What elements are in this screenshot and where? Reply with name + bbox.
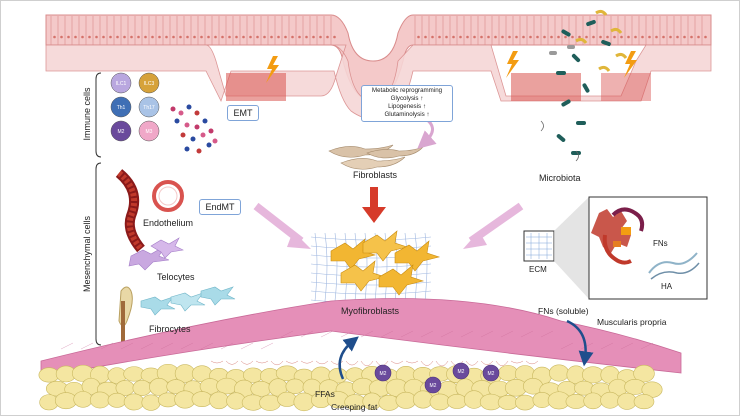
immune-cell-label: Th17	[143, 105, 155, 111]
adipocyte	[633, 364, 655, 383]
creeping-fat-label: Creeping fat	[331, 402, 378, 412]
metabolic-title: Metabolic reprogramming	[371, 87, 443, 94]
adipocyte	[548, 364, 570, 382]
adipocyte	[565, 394, 587, 409]
immune-cell-label: M3	[146, 129, 153, 135]
lightning-icon	[266, 56, 279, 83]
lightning-icon	[624, 51, 637, 78]
adipocyte	[73, 391, 93, 408]
immune-cell: ILC1	[110, 72, 132, 94]
fibrocytes-label: Fibrocytes	[149, 324, 191, 334]
adipocyte	[285, 378, 305, 395]
mesenchymal-bracket	[95, 162, 102, 346]
adipocyte	[293, 392, 315, 412]
adipocyte	[446, 393, 468, 409]
damaged-epithelium-1	[226, 73, 286, 101]
adipocyte	[89, 391, 111, 409]
ha-strands	[648, 252, 700, 280]
immune-cell: Th1	[110, 96, 132, 118]
immune-cell: ILC3	[138, 72, 160, 94]
adipocyte	[123, 393, 145, 411]
adipocyte	[216, 377, 238, 395]
fns-soluble-label: FNs (soluble)	[538, 306, 589, 316]
mesenchymal-cells-label: Mesenchymal cells	[82, 215, 92, 293]
adipocyte	[583, 392, 603, 410]
metabolic-reprogramming-box: Metabolic reprogramming Glycolysis ↑ Lip…	[361, 85, 453, 122]
immune-cell: Th17	[138, 96, 160, 118]
fns-arrow	[566, 319, 594, 367]
ha-label: HA	[661, 282, 673, 291]
metabolic-glycolysis: Glycolysis ↑	[390, 95, 424, 102]
ecm-fibers	[526, 233, 552, 259]
damaged-epithelium-3	[601, 73, 651, 101]
macrophage-label: M2	[380, 371, 387, 377]
adipocyte	[191, 391, 213, 407]
ffa-arrow	[338, 336, 359, 380]
adipocyte	[259, 394, 281, 411]
adipocyte	[277, 391, 297, 407]
adipocyte	[617, 392, 637, 410]
metabolic-glutaminolysis: Glutaminolysis ↑	[384, 111, 430, 118]
immune-bracket	[95, 72, 102, 158]
macrophage-label: M2	[488, 371, 495, 377]
adipocyte	[209, 391, 229, 410]
myofibroblasts-label: Myofibroblasts	[341, 306, 400, 316]
adipocyte	[412, 390, 434, 409]
red-arrow-head	[362, 207, 386, 223]
immune-cell: M3	[138, 120, 160, 142]
microbiota-cluster	[540, 9, 628, 162]
immune-cell-label: ILC3	[144, 81, 155, 87]
macrophage-m2: M2	[482, 364, 500, 382]
lightning-icon	[506, 51, 519, 78]
metabolic-arrow	[417, 117, 437, 149]
muscle-fibers	[60, 330, 654, 350]
adipocyte	[498, 365, 518, 382]
emt-box: EMT	[227, 105, 259, 121]
adipocyte	[497, 394, 519, 410]
microbiota-label: Microbiota	[539, 173, 581, 183]
adipocyte	[633, 394, 655, 410]
endothelium-label: Endothelium	[143, 218, 194, 228]
fibroblasts-label: Fibroblasts	[353, 170, 398, 180]
telocytes-label: Telocytes	[157, 272, 195, 282]
immune-cells-label: Immune cells	[82, 87, 92, 141]
fns-label: FNs	[653, 239, 668, 248]
zoom-wedge	[554, 197, 589, 299]
immune-cell: M2	[110, 120, 132, 142]
adipocyte	[141, 394, 161, 411]
metabolic-lipogenesis: Lipogenesis ↑	[388, 103, 426, 110]
immune-cell-label: Th1	[117, 105, 126, 111]
ecm-label: ECM	[529, 265, 547, 274]
telocytes	[128, 237, 184, 271]
adipocyte	[107, 392, 127, 408]
adipocyte	[600, 391, 620, 409]
endmt-box: EndMT	[199, 199, 241, 215]
immune-cell-label: M2	[118, 129, 125, 135]
cytokine-dots	[170, 104, 218, 154]
macrophage-label: M2	[430, 383, 437, 389]
macrophage-m2: M2	[424, 376, 442, 394]
macrophage-m2: M2	[452, 362, 470, 380]
damaged-epithelium-2	[511, 73, 581, 101]
fibroblast-cells	[328, 144, 424, 170]
immune-cell-label: ILC1	[116, 81, 127, 87]
adipocyte	[132, 379, 152, 396]
red-arrow-shaft	[370, 187, 378, 209]
adipocyte	[515, 394, 535, 411]
myofibroblast-cells	[330, 230, 441, 296]
muscularis-label: Muscularis propria	[597, 317, 667, 327]
adipocyte	[250, 381, 272, 397]
fibrocytes	[118, 286, 236, 346]
vessel-cross-section	[152, 180, 184, 212]
macrophage-m2: M2	[374, 364, 392, 382]
muscularis-layer	[40, 298, 682, 378]
macrophage-label: M2	[458, 369, 465, 375]
fn-structure	[591, 207, 645, 265]
ffas-label: FFAs	[315, 389, 335, 399]
